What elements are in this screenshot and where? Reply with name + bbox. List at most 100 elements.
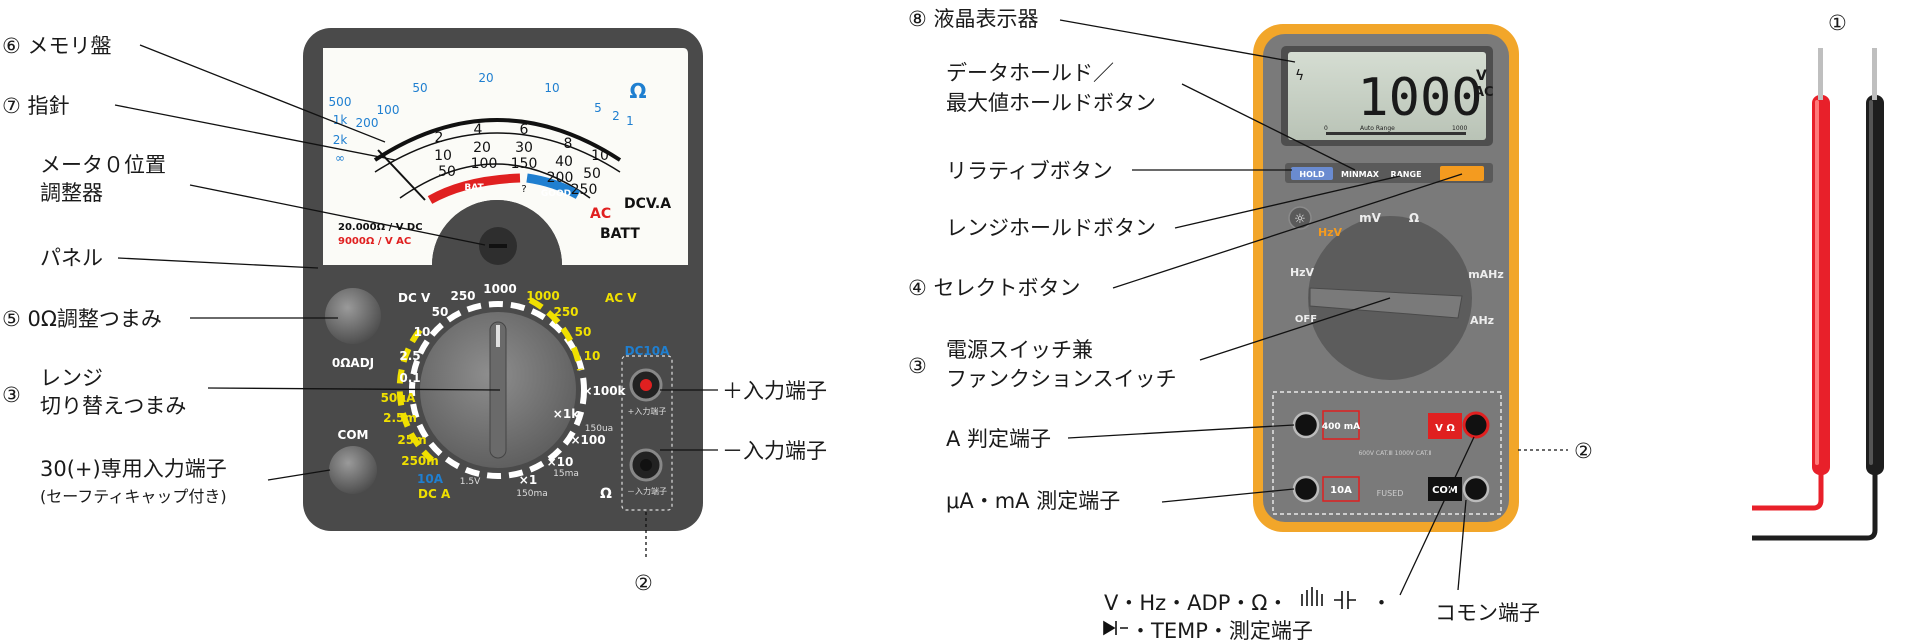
dc10a-frame xyxy=(621,355,673,511)
label-zero-adjuster-2: 調整器 xyxy=(40,181,103,205)
minmax-button-label: MINMAX xyxy=(1341,170,1380,179)
sensitivity-ac: 9000Ω / V AC xyxy=(338,236,411,247)
label-pointer: ⑦ 指針 xyxy=(2,94,70,118)
digital-labels: ⑧ 液晶表示器 データホールド／ 最大値ホールドボタン リラティブボタン レンジ… xyxy=(908,7,1593,640)
question-mark: ? xyxy=(521,184,526,195)
jack-10a: 10A xyxy=(1330,485,1352,496)
backlight-icon: ☼ xyxy=(1294,212,1306,227)
ohm-arc xyxy=(373,118,622,162)
label-v-terminal-1: V・Hz・ADP・Ω・ xyxy=(1104,591,1288,615)
analog-callouts xyxy=(114,44,718,560)
label-range-hold: レンジホールドボタン xyxy=(946,216,1156,240)
bat-band-label: BAT xyxy=(464,183,484,193)
dedicated-input-terminal[interactable] xyxy=(329,446,377,494)
lcd-reading: 1000 xyxy=(1357,68,1482,128)
dial-left-tick: 25m xyxy=(397,433,426,447)
ohm-scale-tick: 50 xyxy=(412,81,427,95)
backlight-button[interactable] xyxy=(1288,206,1312,230)
ohm-scale-symbol: Ω xyxy=(629,79,646,103)
lcd-unit-bottom: AC xyxy=(1474,85,1494,100)
hold-button[interactable] xyxy=(1291,167,1333,180)
label-relative: リラティブボタン xyxy=(946,159,1113,183)
label-scale-plate: ⑥ メモリ盤 xyxy=(2,34,112,58)
dial-left-tick: 0.1 xyxy=(399,371,420,385)
good-band-label: GOOD xyxy=(541,189,571,199)
dial-ohm-tick: ×10 xyxy=(547,455,574,469)
black-probe-body xyxy=(1866,95,1884,475)
red-probe-highlight xyxy=(1815,100,1819,465)
ohm-scale-tick: 2 xyxy=(612,109,620,123)
lcd-scale-min: 0 xyxy=(1324,125,1328,132)
lcd-screen xyxy=(1288,52,1486,140)
minmax-button[interactable] xyxy=(1338,167,1382,180)
ohm-scale-tick: 200 xyxy=(356,116,379,130)
label-a-terminal: A 判定端子 xyxy=(946,427,1051,451)
minus-input-terminal-core xyxy=(640,459,652,471)
ma400-tag xyxy=(1322,410,1360,440)
dial-ohm-label: Ω xyxy=(600,486,612,502)
function-dial-pointer xyxy=(1309,287,1463,319)
v-ohm-tag xyxy=(1428,413,1462,439)
dial-left-tick: 2.5 xyxy=(399,349,420,363)
dial-hzv-top: HzV xyxy=(1318,226,1343,239)
dial-ohm-tick: ×100 xyxy=(570,433,605,447)
dial-ohm-tick: ×1k xyxy=(553,407,580,421)
ohm-adjust-knob[interactable] xyxy=(325,288,381,344)
label-panel: パネル xyxy=(40,246,103,270)
range-dial-ring-yellow-left xyxy=(396,328,434,463)
v-ohm-terminal[interactable] xyxy=(1462,411,1490,439)
dial-ohm: Ω xyxy=(1409,211,1419,225)
jack-400ma: 400 mA xyxy=(1322,422,1360,432)
dial-left-tick: 10A xyxy=(417,472,444,486)
label-analog-terminals-num: ② xyxy=(634,571,653,595)
jack-v-ohm: V Ω xyxy=(1435,423,1455,434)
dc-scale-c-tick: 100 xyxy=(471,156,498,172)
label-hold-1: データホールド／ xyxy=(946,61,1114,85)
ohm-scale-tick: 20 xyxy=(478,71,493,85)
dc-scale-c-tick: 50 xyxy=(438,164,456,180)
label-range-knob-2: 切り替えつまみ xyxy=(40,394,186,418)
dc-scale-c-tick: 200 xyxy=(547,170,574,186)
label-minus-terminal: －入力端子 xyxy=(722,439,827,463)
label-ua-terminal: μA・mA 測定端子 xyxy=(946,489,1120,513)
jack-com: COM xyxy=(1432,485,1458,496)
dc-scale-a-tick: 4 xyxy=(474,122,483,138)
label-ohm-knob: ⑤ 0Ω調整つまみ xyxy=(2,307,162,331)
dcv-label: DCV.A xyxy=(624,196,671,212)
black-probe-highlight xyxy=(1869,100,1873,465)
jack-frame xyxy=(1272,391,1502,515)
dc-scale-b-tick: 30 xyxy=(515,140,533,156)
ohm-scale-tick: ∞ xyxy=(335,151,345,165)
range-dial-ring-yellow-right xyxy=(528,297,583,371)
label-power-num: ③ xyxy=(908,354,927,378)
ua-ma-terminal[interactable] xyxy=(1292,475,1320,503)
label-power-1: 電源スイッチ兼 xyxy=(946,338,1093,362)
dial-left-tick: 250 xyxy=(450,289,475,303)
ohm-scale-tick: 10 xyxy=(544,81,559,95)
dc-scale-a-tick: 6 xyxy=(520,122,529,138)
a-terminal[interactable] xyxy=(1292,411,1320,439)
label-dedicated-terminal-1: 30(+)専用入力端子 xyxy=(40,457,227,481)
a10-tag xyxy=(1322,476,1360,502)
com-terminal[interactable] xyxy=(1462,475,1490,503)
dial-right-tick: 250 xyxy=(553,305,578,319)
dc-scale-a-tick: 2 xyxy=(435,130,444,146)
lcd-bargraph xyxy=(1326,132,1466,135)
black-probe-lead xyxy=(1752,470,1878,541)
plus-terminal-small-label: +入力端子 xyxy=(628,406,667,416)
ohm-scale-tick: 1 xyxy=(626,114,634,128)
dial-dcv-label: DC V xyxy=(398,291,431,305)
label-plus-terminal: ＋入力端子 xyxy=(722,379,827,403)
dial-top-tick: 1000 xyxy=(483,282,516,296)
label-range-knob-1: レンジ xyxy=(40,366,103,390)
dc-scale-b-tick: 10 xyxy=(434,148,452,164)
range-switch-indicator xyxy=(496,325,500,347)
hold-button-label: HOLD xyxy=(1299,170,1325,179)
red-probe-tip xyxy=(1818,48,1823,100)
dial-right-tick: 10 xyxy=(584,349,601,363)
minus-terminal-small-label: －入力端子 xyxy=(627,486,667,496)
ohm-scale-tick: 2k xyxy=(333,133,348,147)
